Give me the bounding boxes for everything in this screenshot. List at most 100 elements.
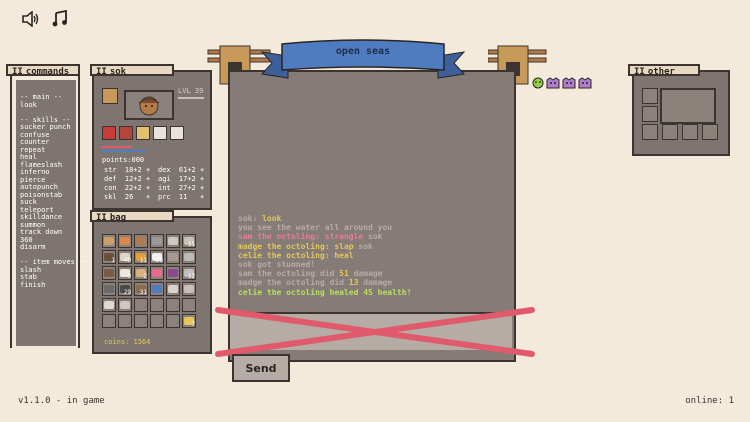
accessory-slot[interactable] [136, 126, 150, 140]
other-slot[interactable] [642, 124, 658, 140]
stat-skl: skl 26 [104, 193, 133, 201]
bag-slot[interactable] [102, 298, 116, 312]
bag-slot[interactable] [166, 266, 180, 280]
command-item[interactable]: finish [20, 280, 46, 289]
command-item[interactable]: disarm [20, 243, 46, 251]
bag-slot[interactable] [182, 250, 196, 264]
bag-slot[interactable]: 12 [182, 266, 196, 280]
stat-plus-button[interactable]: + [146, 166, 151, 174]
bag-slot[interactable] [166, 250, 180, 264]
item-icon [184, 269, 194, 277]
boots-slot[interactable] [153, 126, 167, 140]
bag-slot[interactable] [166, 298, 180, 312]
item-icon [104, 237, 114, 245]
item-icon [152, 269, 162, 277]
other-slot[interactable] [702, 124, 718, 140]
bag-slot[interactable] [150, 234, 164, 248]
command-item[interactable]: summon [20, 220, 46, 229]
chat-line: sok got stunned! [238, 260, 508, 269]
item-icon [120, 269, 130, 277]
bag-slot[interactable]: 2 [134, 266, 148, 280]
bag-slot[interactable] [118, 234, 132, 248]
command-item[interactable]: track down [20, 228, 63, 236]
command-item[interactable]: sucker punch [20, 123, 71, 131]
bag-slot[interactable]: 9 [118, 266, 132, 280]
commands-title: commands [25, 67, 70, 77]
stat-plus-button[interactable]: + [200, 193, 205, 201]
bag-slot[interactable]: 31 [134, 282, 148, 296]
bag-slot[interactable]: 7 [182, 314, 196, 328]
bag-slot[interactable] [102, 234, 116, 248]
bag-slot[interactable]: 28 [150, 250, 164, 264]
bag-slot[interactable] [166, 314, 180, 328]
bag-slot[interactable] [182, 298, 196, 312]
command-item[interactable]: autopunch [20, 183, 58, 191]
command-item[interactable]: pierce [20, 175, 46, 184]
bag-slot[interactable] [102, 266, 116, 280]
command-item[interactable]: counter [20, 138, 50, 146]
stat-plus-button[interactable]: + [200, 166, 205, 174]
ring-slot[interactable] [170, 126, 184, 140]
command-item[interactable]: skilldance [20, 213, 63, 221]
stat-plus-button[interactable]: + [200, 175, 205, 183]
purple-monster-icon [546, 77, 560, 89]
bag-slot[interactable] [150, 314, 164, 328]
command-item[interactable]: repeat [20, 145, 46, 154]
bag-slot[interactable] [182, 282, 196, 296]
weapon-slot[interactable] [102, 88, 118, 104]
stat-value: 22+2 [120, 184, 142, 192]
other-slot[interactable] [682, 124, 698, 140]
bag-slot[interactable]: 29 [118, 282, 132, 296]
item-icon [184, 253, 194, 261]
item-count: 12 [187, 273, 195, 280]
character-face-icon [138, 96, 160, 116]
avatar [124, 90, 174, 120]
bag-slot[interactable] [102, 314, 116, 328]
other-slot[interactable] [642, 88, 658, 104]
armor-slot[interactable] [119, 126, 133, 140]
bag-slot[interactable] [150, 282, 164, 296]
chat-fragment: damage [348, 269, 383, 279]
command-item[interactable]: suck [20, 198, 37, 206]
command-item[interactable]: stab [20, 273, 37, 281]
stat-plus-button[interactable]: + [146, 175, 151, 183]
other-slot[interactable] [642, 106, 658, 122]
bag-slot[interactable]: 15 [182, 234, 196, 248]
bag-slot[interactable] [102, 282, 116, 296]
bag-slot[interactable] [134, 314, 148, 328]
bag-slot[interactable]: 40 [118, 250, 132, 264]
bag-slot[interactable] [134, 298, 148, 312]
other-slot[interactable] [662, 124, 678, 140]
bag-slot[interactable] [134, 234, 148, 248]
helmet-slot[interactable] [102, 126, 116, 140]
command-item[interactable]: slash [20, 265, 42, 274]
command-item[interactable]: look [20, 100, 37, 109]
bag-slot[interactable] [150, 298, 164, 312]
command-item[interactable]: heal [20, 153, 37, 161]
command-item[interactable]: inferno [20, 168, 50, 176]
send-button[interactable]: Send [232, 354, 290, 382]
command-item[interactable]: flameslash [20, 160, 63, 169]
bag-slot[interactable] [166, 282, 180, 296]
stat-plus-button[interactable]: + [200, 184, 205, 192]
command-item[interactable]: confuse [20, 130, 50, 139]
stat-plus-button[interactable]: + [146, 193, 151, 201]
bag-slot[interactable]: 1 [102, 250, 116, 264]
bag-slot[interactable] [150, 266, 164, 280]
bag-slot[interactable]: 11 [134, 250, 148, 264]
command-item[interactable]: poisonstab [20, 190, 63, 199]
bag-slot[interactable] [118, 314, 132, 328]
speaker-icon[interactable] [22, 11, 40, 27]
bag-slot[interactable] [118, 298, 132, 312]
stat-plus-button[interactable]: + [146, 184, 151, 192]
command-item[interactable]: teleport [20, 205, 54, 214]
music-note-icon[interactable] [52, 10, 68, 27]
bag-slot[interactable] [166, 234, 180, 248]
command-section-header: -- skills -- [20, 115, 71, 124]
points-label: points:000 [102, 156, 145, 164]
command-item[interactable]: 360 [20, 235, 33, 244]
